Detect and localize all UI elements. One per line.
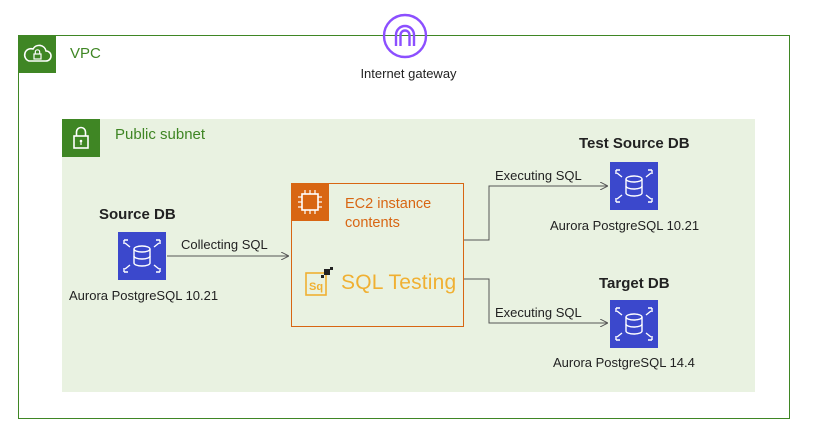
test-source-db-rds-icon <box>610 162 658 210</box>
edge-executing-target-line <box>464 278 607 323</box>
vpc-cloud-icon <box>18 35 56 73</box>
ec2-chip-icon <box>291 183 329 221</box>
edge-collecting-label: Collecting SQL <box>181 237 268 252</box>
edge-executing-target-label: Executing SQL <box>495 305 582 320</box>
test-source-db-title: Test Source DB <box>579 135 690 152</box>
target-db-engine: Aurora PostgreSQL 14.4 <box>553 355 695 370</box>
vpc-boundary <box>18 35 790 419</box>
internet-gateway-icon <box>381 12 429 65</box>
sql-testing-label: SQL Testing <box>341 271 457 294</box>
source-db-title: Source DB <box>99 206 176 223</box>
source-db-rds-icon <box>118 232 166 280</box>
source-db-engine: Aurora PostgreSQL 10.21 <box>69 288 219 303</box>
vpc-label: VPC <box>70 45 101 62</box>
target-db-rds-icon <box>610 300 658 348</box>
sql-testing-icon: Sq <box>305 267 335 302</box>
ec2-label-line1: EC2 instance <box>345 196 432 212</box>
edge-executing-test-line <box>464 186 607 241</box>
subnet-lock-icon <box>62 119 100 157</box>
target-db-title: Target DB <box>599 275 670 292</box>
test-source-db-engine: Aurora PostgreSQL 10.21 <box>550 218 700 233</box>
ec2-label: EC2 instance contents <box>345 195 460 233</box>
internet-gateway-label: Internet gateway <box>360 66 457 81</box>
svg-text:Sq: Sq <box>309 281 323 293</box>
edge-executing-test-label: Executing SQL <box>495 168 582 183</box>
ec2-label-line2: contents <box>345 215 400 231</box>
public-subnet-label: Public subnet <box>115 126 206 143</box>
